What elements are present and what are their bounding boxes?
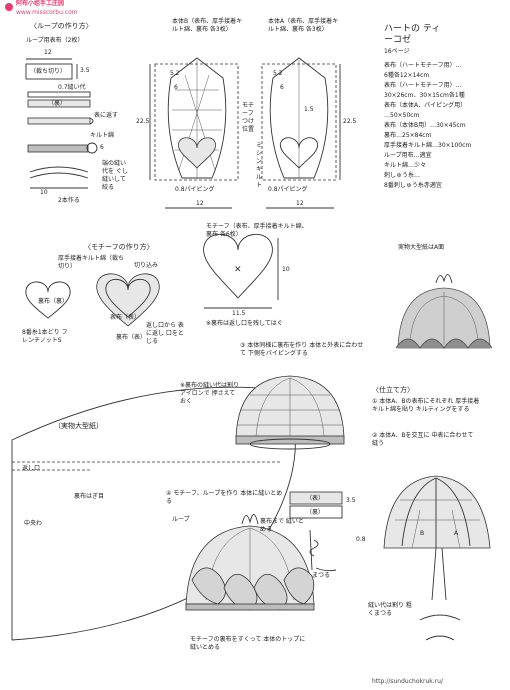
svg-text:✕: ✕ [234, 265, 242, 275]
motif-title: 〈モチーフの作り方〉 [84, 243, 154, 251]
step-4: ④ モチーフ、ループを作り 本体に縫いとめる [166, 490, 283, 505]
french-knot: 8番糸1本どり フレンチノットS [22, 329, 68, 344]
finished-tea-cozy [395, 274, 493, 349]
product-page: 16ページ [384, 48, 410, 55]
motif-heart-pattern [203, 233, 273, 299]
gather-note: 端の縫い代を ぐし縫いして 絞る [102, 160, 128, 191]
site-brand: 阿布小姐手工庄园 [16, 0, 65, 7]
materials-list: 表布（ハートモチーフ用）… 6種各12×14cm 表布（ハートモチーフ用）… 3… [384, 62, 472, 189]
logo-icon [5, 3, 13, 11]
motif-note: ※裏布は返し口を残してはぐ [206, 320, 283, 327]
step3-cozy [235, 375, 345, 450]
loop-title: 〈ループの作り方〉 [30, 22, 93, 30]
step-2: ② 本体A、Bを交互に 中表に合わせて縫う [372, 432, 474, 447]
bottom-note: モチーフの裏布をすくって 本体のトップに縫いとめる [190, 636, 306, 651]
motif-pieces: モチーフ（表布、厚手接着キルト綿、裏布 各6枚） [206, 223, 308, 238]
step2-cozy [383, 475, 491, 641]
step-3-note: ※裏布の縫い代は割り アイロンで 押さえておく [180, 382, 240, 405]
motif-position: モチーフつけ位置 [242, 102, 255, 133]
body-a-title: 本体A（表布、厚手接着キルト綿、裏布 各3枚） [268, 18, 339, 33]
how-title: 〈仕立て方〉 [372, 386, 414, 394]
step4-cozy [185, 514, 315, 611]
step-1: ① 本体A、Bの表布にそれぞれ 厚手接着キルト綿を貼り キルティングをする [372, 398, 480, 413]
machine-quilt: ミシンキルト [256, 142, 263, 189]
site-url: www.misscorbu.com [16, 9, 78, 16]
body-a-pattern [261, 57, 341, 209]
product-title: ハートの ティーコゼ [384, 24, 441, 45]
cut-label: （裁ち切り） [30, 68, 67, 75]
body-b-title: 本体B（表布、厚手接着キルト綿、裏布 各3枚） [172, 18, 243, 33]
full-size-pattern [11, 386, 296, 641]
full-size-title: （実物大型紙） [54, 422, 103, 430]
step-3: ③ 本体同様に裏布を作り 本体と外表に合わせて 下側をパイピングする [240, 342, 364, 357]
loop-subtitle: ループ用表布（2枚） [26, 37, 84, 44]
body-b-pattern [149, 57, 239, 209]
watermark: http://sunduchokruk.ru/ [372, 678, 443, 685]
loop-strip-pattern [25, 63, 73, 80]
full-pattern-note: 実物大型紙はA面 [398, 244, 445, 251]
